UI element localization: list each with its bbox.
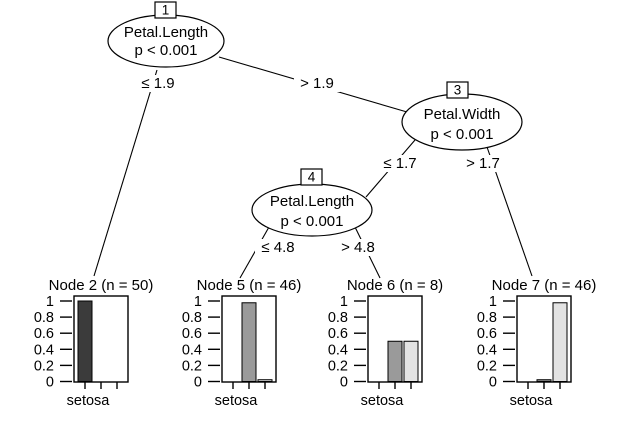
edge-label-node4-node5: ≤ 4.8 — [255, 239, 301, 256]
y-axis-tick-label: 0.6 — [477, 326, 497, 342]
y-axis-tick-label: 1 — [340, 294, 348, 310]
bar-versicolor — [387, 340, 403, 382]
terminal-node-title: Node 5 (n = 46) — [197, 277, 302, 294]
edge-label-bg — [135, 75, 181, 92]
split-variable: Petal.Length — [124, 24, 208, 41]
node-id-box — [446, 81, 469, 99]
split-variable: Petal.Length — [270, 193, 354, 210]
y-axis-tick-label: 0 — [489, 375, 497, 391]
inner-node-1: Petal.Length p < 0.001 1 — [107, 1, 225, 68]
bar-virginica — [403, 340, 419, 382]
edge-label-text: ≤ 1.9 — [141, 75, 174, 92]
y-axis-tick-label: 1 — [489, 294, 497, 310]
edge-label-text: > 1.7 — [466, 155, 500, 172]
bar-setosa — [77, 300, 93, 382]
y-axis-tick-label: 0.4 — [328, 342, 348, 358]
edge-label-bg — [460, 155, 506, 172]
y-axis-tick-label: 0.6 — [34, 326, 54, 342]
y-axis-tick-label: 0.8 — [328, 310, 348, 326]
bar-virginica — [257, 379, 273, 383]
p-value: p < 0.001 — [431, 126, 494, 143]
y-axis-tick-label: 0.6 — [328, 326, 348, 342]
y-axis-tick-label: 0.4 — [34, 342, 54, 358]
p-value: p < 0.001 — [281, 213, 344, 230]
edge-label-text: ≤ 4.8 — [261, 239, 294, 256]
edge-label-bg — [335, 239, 381, 256]
node-id: 1 — [162, 3, 170, 18]
terminal-node-7: Node 7 (n = 46) 00.20.40.60.81 setosa — [477, 277, 597, 409]
terminal-node-6: Node 6 (n = 8) 00.20.40.60.81 setosa — [328, 277, 443, 409]
node-id-box — [154, 1, 177, 19]
node-id: 4 — [308, 170, 316, 185]
terminal-node-title: Node 7 (n = 46) — [492, 277, 597, 294]
edge-label-node1-node2: ≤ 1.9 — [135, 75, 181, 92]
y-axis-tick-label: 0.4 — [182, 342, 202, 358]
edge-label-node3-node7: > 1.7 — [460, 155, 506, 172]
y-axis-tick-label: 0.2 — [477, 358, 497, 374]
edge-label-bg — [377, 155, 423, 172]
x-axis-label: setosa — [215, 393, 259, 409]
y-axis-tick-label: 0.2 — [34, 358, 54, 374]
terminal-node-title: Node 6 (n = 8) — [347, 277, 443, 294]
node-ellipse — [107, 14, 225, 68]
node-id-box — [300, 168, 323, 186]
edge-label-bg — [294, 75, 340, 92]
edge-label-node3-node4: ≤ 1.7 — [377, 155, 423, 172]
y-axis-tick-label: 1 — [46, 294, 54, 310]
y-axis-tick-label: 0.6 — [182, 326, 202, 342]
y-axis-tick-label: 0.8 — [182, 310, 202, 326]
terminal-node-5: Node 5 (n = 46) 00.20.40.60.81 setosa — [182, 277, 302, 409]
terminal-node-2: Node 2 (n = 50) 00.20.40.60.81 setosa — [34, 277, 154, 409]
node-id: 3 — [454, 83, 462, 98]
inner-node-3: Petal.Width p < 0.001 3 — [401, 81, 523, 151]
split-variable: Petal.Width — [424, 106, 501, 123]
y-axis-tick-label: 0 — [194, 375, 202, 391]
y-axis-tick-label: 0.2 — [328, 358, 348, 374]
edge-label-text: ≤ 1.7 — [383, 155, 416, 172]
edge-labels: ≤ 1.9 > 1.9 ≤ 1.7 > 1.7 ≤ 4.8 > 4.8 — [135, 75, 506, 256]
y-axis-tick-label: 0.8 — [34, 310, 54, 326]
edge-label-node1-node3: > 1.9 — [294, 75, 340, 92]
bar-versicolor — [241, 302, 257, 382]
x-axis-label: setosa — [510, 393, 554, 409]
terminal-node-title: Node 2 (n = 50) — [49, 277, 154, 294]
y-axis-tick-label: 0 — [46, 375, 54, 391]
y-axis-tick-label: 0.8 — [477, 310, 497, 326]
y-axis-tick-label: 0 — [340, 375, 348, 391]
edge-node4-node5 — [239, 226, 270, 279]
edge-label-text: > 1.9 — [300, 75, 334, 92]
y-axis-tick-label: 0.4 — [477, 342, 497, 358]
x-axis-label: setosa — [361, 393, 405, 409]
p-value: p < 0.001 — [135, 42, 198, 59]
edge-label-node4-node6: > 4.8 — [335, 239, 381, 256]
bar-virginica — [552, 302, 568, 382]
y-axis-tick-label: 0.2 — [182, 358, 202, 374]
edge-node1-node2 — [93, 69, 158, 277]
edge-label-text: > 4.8 — [341, 239, 375, 256]
y-axis-tick-label: 1 — [194, 294, 202, 310]
x-axis-label: setosa — [67, 393, 111, 409]
edge-label-bg — [255, 239, 301, 256]
inner-node-4: Petal.Length p < 0.001 4 — [251, 168, 373, 237]
bar-versicolor — [536, 379, 552, 383]
